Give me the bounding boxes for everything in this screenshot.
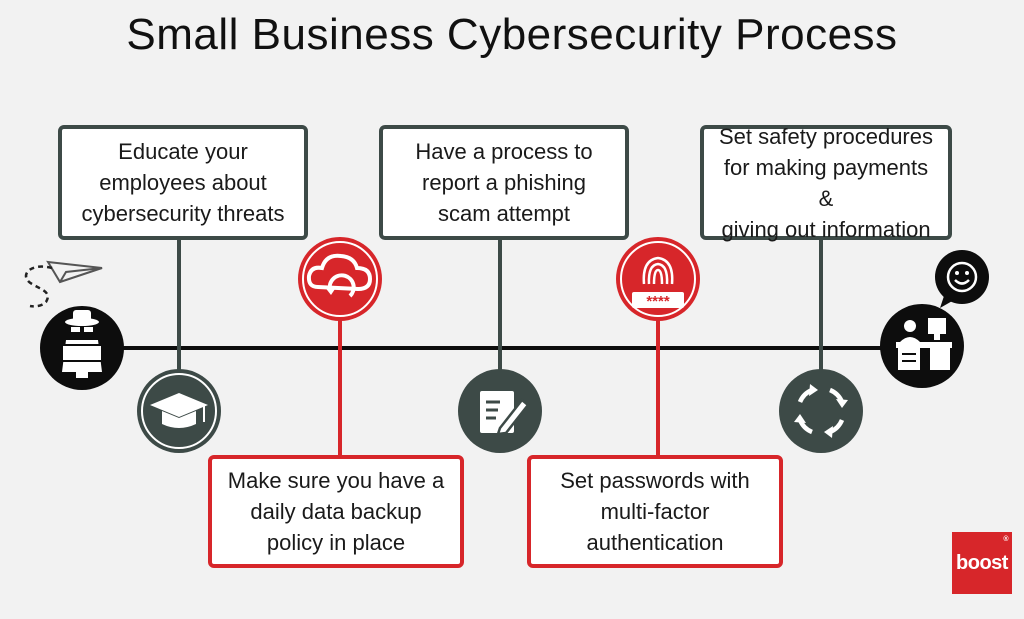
paper-plane-icon	[24, 260, 103, 308]
step-text-backup: Make sure you have a daily data backup p…	[227, 468, 445, 555]
boost-logo-text: boost	[956, 551, 1008, 574]
password-mask: ****	[646, 293, 670, 310]
boost-logo: boost ®	[952, 532, 1012, 594]
step-text-passwords: Set passwords with multi-factor authenti…	[560, 468, 750, 555]
step-text-safety: Set safety procedures for making payment…	[718, 123, 933, 242]
refresh-cycle-icon	[779, 369, 863, 453]
boost-logo-mark: ®	[1003, 536, 1008, 543]
office-desk-icon	[880, 304, 964, 388]
document-pen-icon	[458, 369, 542, 453]
smiley-speech-bubble-icon	[935, 250, 989, 308]
graduation-cap-icon	[137, 369, 221, 453]
cloud-backup-icon	[298, 237, 382, 321]
step-box-phishing: Have a process to report a phishing scam…	[379, 125, 629, 240]
page-title: Small Business Cybersecurity Process	[126, 10, 898, 59]
fingerprint-password-icon: ****	[616, 237, 700, 321]
step-box-backup: Make sure you have a daily data backup p…	[208, 455, 464, 568]
step-box-safety: Set safety procedures for making payment…	[700, 124, 952, 242]
step-box-passwords: Set passwords with multi-factor authenti…	[527, 455, 783, 568]
step-box-educate: Educate your employees about cybersecuri…	[58, 125, 308, 240]
step-text-educate: Educate your employees about cybersecuri…	[81, 139, 285, 226]
step-text-phishing: Have a process to report a phishing scam…	[415, 139, 593, 226]
hacker-icon	[40, 306, 124, 390]
